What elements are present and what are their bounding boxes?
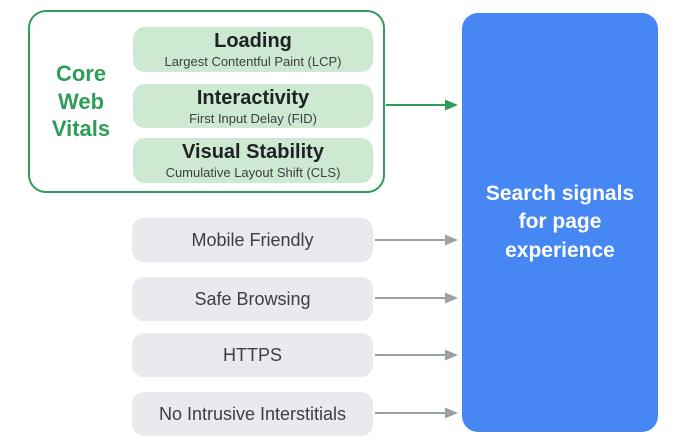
pill-visual-stability-title: Visual Stability	[182, 141, 324, 163]
pill-https-label: HTTPS	[222, 344, 282, 365]
pill-loading-subtitle: Largest Contentful Paint (LCP)	[164, 54, 342, 69]
pill-no-intrusive-interstitials: No Intrusive Interstitials	[132, 392, 373, 436]
pill-safe-browsing-label: Safe Browsing	[194, 288, 311, 309]
pill-loading-title: Loading	[214, 30, 292, 52]
arrow-core-web-vitals-icon	[386, 99, 458, 111]
search-signals-panel: Search signals for page experience	[462, 13, 658, 432]
arrow-safe-browsing-icon	[375, 292, 458, 304]
pill-interactivity-title: Interactivity	[196, 86, 310, 109]
pill-visual-stability-subtitle: Cumulative Layout Shift (CLS)	[165, 165, 341, 180]
pill-safe-browsing: Safe Browsing	[132, 277, 373, 321]
pill-loading: Loading Largest Contentful Paint (LCP)	[133, 27, 373, 72]
pill-no-intrusive-interstitials-label: No Intrusive Interstitials	[158, 403, 347, 424]
arrow-mobile-friendly-icon	[375, 234, 458, 246]
core-web-vitals-label-area: Core Web Vitals	[28, 10, 134, 193]
arrow-no-intrusive-interstitials-icon	[375, 407, 458, 419]
pill-mobile-friendly: Mobile Friendly	[132, 218, 373, 262]
pill-visual-stability: Visual Stability Cumulative Layout Shift…	[133, 138, 373, 183]
pill-https: HTTPS	[132, 333, 373, 377]
search-signals-label: Search signals for page experience	[485, 181, 635, 262]
arrow-https-icon	[375, 349, 458, 361]
pill-interactivity: Interactivity First Input Delay (FID)	[133, 84, 373, 128]
pill-interactivity-subtitle: First Input Delay (FID)	[189, 110, 317, 126]
pill-mobile-friendly-label: Mobile Friendly	[191, 229, 314, 250]
core-web-vitals-label: Core Web Vitals	[51, 61, 111, 142]
